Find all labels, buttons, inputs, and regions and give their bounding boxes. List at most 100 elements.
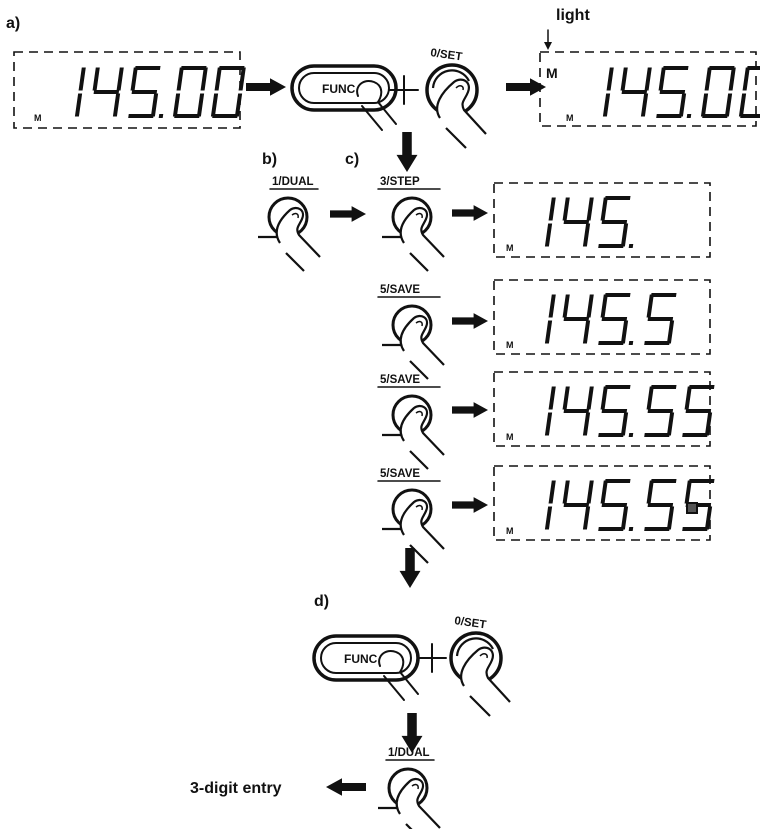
cursor-block-icon — [686, 502, 698, 514]
set-button[interactable]: 0/SET — [451, 615, 510, 716]
lcd-segment — [702, 114, 728, 118]
memory-indicator: M — [506, 340, 514, 350]
lcd-segment — [647, 387, 654, 410]
dual-button-label: 1/DUAL — [272, 176, 314, 188]
lcd-display-after-set: M M — [540, 52, 760, 126]
lcd-segment — [598, 244, 624, 248]
lcd-segment — [689, 479, 715, 483]
lcd-segment — [644, 341, 670, 345]
lcd-segment — [598, 527, 624, 531]
lcd-segment — [705, 413, 712, 436]
lcd-segment — [602, 409, 628, 413]
lcd-segment — [601, 198, 608, 221]
arrow-right — [452, 402, 488, 418]
lcd-digit — [559, 481, 594, 530]
func-button-label: FUNC — [344, 652, 378, 666]
lcd-digit — [559, 295, 594, 344]
lcd-digit — [655, 66, 690, 118]
save-button[interactable]: 5/SAVE — [378, 284, 444, 379]
lcd-segment — [621, 507, 628, 530]
lcd-segment — [685, 481, 692, 504]
lcd-digit — [597, 385, 632, 437]
lcd-digits-after-set — [603, 66, 760, 118]
lcd-segment — [644, 527, 670, 531]
lcd-segment — [563, 481, 570, 504]
lcd-segment — [622, 90, 648, 94]
light-note: light — [556, 7, 590, 24]
lcd-digit — [739, 66, 760, 118]
lcd-digit — [559, 387, 594, 436]
lcd-digit — [701, 66, 736, 118]
lcd-segment — [564, 409, 590, 413]
lcd-decimal-point — [629, 433, 634, 437]
lcd-segment — [212, 114, 238, 118]
lcd-display-c2: M — [494, 280, 710, 354]
lcd-digit — [597, 196, 632, 248]
lcd-segment — [621, 68, 628, 91]
lcd-segment — [648, 503, 674, 507]
entry-note: 3-digit entry — [190, 780, 282, 797]
lcd-segment — [128, 114, 154, 118]
memory-indicator: M — [34, 113, 42, 123]
lcd-segment — [132, 90, 158, 94]
lcd-segment — [215, 68, 222, 91]
lcd-segment — [564, 317, 590, 321]
memory-indicator: M — [506, 526, 514, 536]
lcd-digit — [173, 66, 208, 118]
lcd-segment — [648, 409, 674, 413]
lcd-segment — [663, 66, 689, 70]
lcd-segment — [598, 341, 624, 345]
lcd-decimal-point — [629, 341, 634, 345]
lcd-segment — [605, 479, 631, 483]
lcd-segment — [651, 293, 677, 297]
lcd-segment — [219, 66, 245, 70]
lcd-segment — [605, 293, 631, 297]
lcd-digit — [545, 198, 556, 247]
lcd-segment — [667, 321, 674, 344]
lcd-segment — [641, 94, 648, 117]
dual-button[interactable]: 1/DUAL — [378, 747, 440, 829]
lcd-segment — [564, 503, 590, 507]
lcd-segment — [686, 409, 712, 413]
lcd-segment — [79, 68, 86, 91]
lcd-segment — [201, 68, 208, 91]
lcd-segment — [645, 68, 652, 91]
lcd-digit — [643, 479, 678, 531]
lcd-segment — [705, 68, 712, 91]
lcd-segment — [197, 94, 204, 117]
func-button[interactable]: FUNC — [314, 636, 418, 700]
lcd-segment — [659, 68, 666, 91]
func-button[interactable]: FUNC — [292, 66, 396, 130]
lcd-segment — [598, 433, 624, 437]
arrow-right — [330, 206, 366, 222]
lcd-digit — [559, 198, 594, 247]
lcd-segment — [705, 507, 712, 530]
arrow-right — [452, 205, 488, 221]
lcd-digits-initial — [75, 66, 246, 118]
lcd-digit — [603, 68, 614, 117]
lcd-segment — [545, 224, 552, 247]
lcd-segment — [651, 479, 677, 483]
lcd-segment — [709, 66, 735, 70]
step-button[interactable]: 3/STEP — [378, 176, 444, 271]
arrow-right — [452, 497, 488, 513]
lcd-segment — [211, 94, 218, 117]
lcd-segment — [647, 295, 654, 318]
lcd-segment — [93, 68, 100, 91]
set-button[interactable]: 0/SET — [427, 47, 486, 148]
memory-indicator-lit: M — [546, 65, 558, 81]
lcd-segment — [549, 387, 556, 410]
lcd-segment — [235, 94, 242, 117]
lcd-digit — [597, 479, 632, 531]
lcd-segment — [601, 387, 608, 410]
save-button[interactable]: 5/SAVE — [378, 374, 444, 469]
lcd-segment — [563, 198, 570, 221]
lcd-digit — [597, 293, 632, 345]
lcd-segment — [682, 433, 708, 437]
dual-button[interactable]: 1/DUAL — [258, 176, 320, 271]
step-button-label: 3/STEP — [380, 176, 420, 188]
lcd-segment — [602, 317, 628, 321]
lcd-digit — [127, 66, 162, 118]
save-button-label: 5/SAVE — [380, 284, 420, 296]
